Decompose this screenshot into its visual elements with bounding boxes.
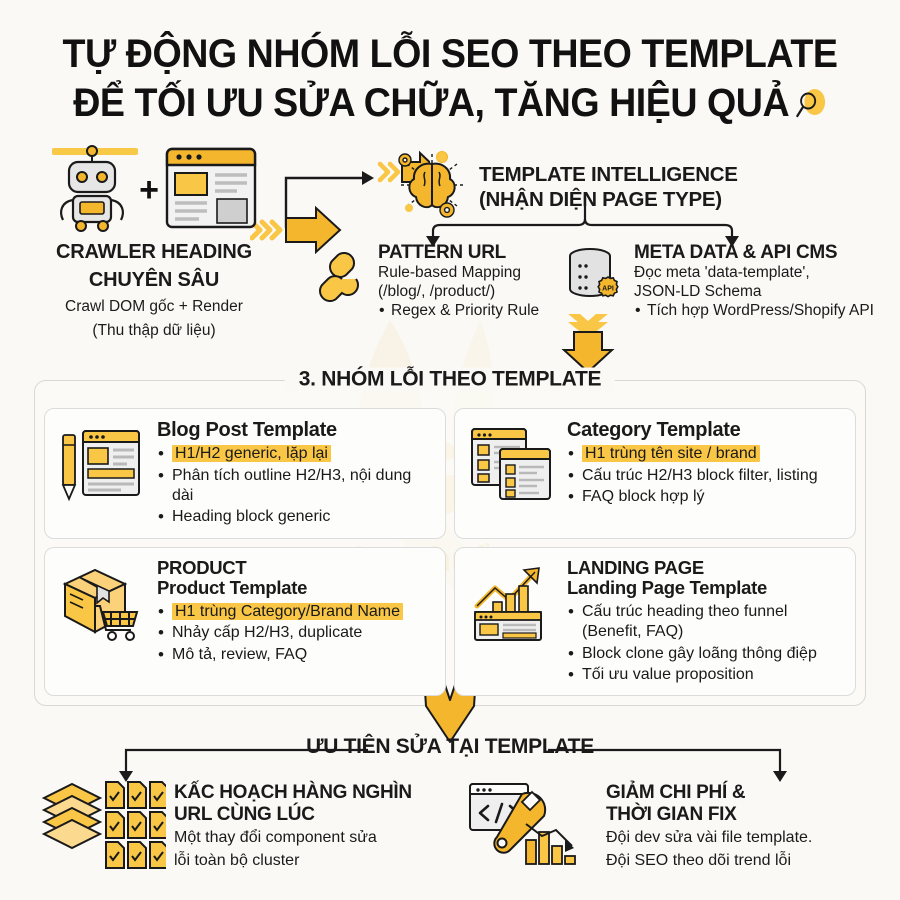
robot-icon [51,144,133,237]
card-product-subtitle: Product Template [157,577,308,599]
brain-gears-icon [395,150,469,225]
landing-growth-chart-icon [465,558,557,642]
pencil [61,434,77,502]
list-item: H1/H2 generic, lặp lại [157,443,433,465]
ti-line-1: TEMPLATE INTELLIGENCE [479,163,738,187]
highlighted-text: H1 trùng Category/Brand Name [172,603,403,621]
template-cards-grid: Blog Post Template H1/H2 generic, lặp lạ… [34,398,866,698]
benefit-scale-title-2: URL CÙNG LÚC [174,803,315,825]
card-product-title: PRODUCT [157,556,247,578]
bottom-legend: ƯU TIÊN SỬA TẠI TEMPLATE [306,735,594,758]
bottom-split-bracket [119,748,787,782]
benefit-cost-sub-2: Đội SEO theo dõi trend lỗi [606,852,791,870]
list-item: FAQ block hợp lý [567,486,843,508]
crawler-block: + CRAWLER HEADING CHUYÊN SÂU C [24,144,284,341]
category-listing-icon [465,419,557,503]
pattern-url-line-2: (/blog/, /product/) [378,282,496,300]
product-box-cart-icon [55,558,147,642]
template-intelligence-text: TEMPLATE INTELLIGENCE (NHẬN DIỆN PAGE TY… [479,163,738,211]
pattern-url-bullet-1: Regex & Priority Rule [378,301,539,321]
down-arrow-meta [561,314,615,374]
chain-link-icon [318,243,370,321]
title-line-2: ĐỂ TỐI ƯU SỬA CHỮA, TĂNG HIỆU QUẢ [73,80,790,125]
ti-line-2: (NHẬN DIỆN PAGE TYPE) [479,187,722,211]
crawler-sub-line-2: (Thu thập dữ liệu) [92,322,216,340]
card-landing-page[interactable]: LANDING PAGE Landing Page Template Cấu t… [454,546,856,697]
card-category-bullets: H1 trùng tên site / brand Cấu trúc H2/H3… [567,443,843,508]
magnifier-icon [795,85,827,134]
list-item: H1 trùng Category/Brand Name [157,601,433,623]
list-item: Block clone gây loãng thông điệp [567,643,843,665]
benefit-cost-title-2: THỜI GIAN FIX [606,803,737,825]
webpage-icon [165,147,257,234]
card-product-bullets: H1 trùng Category/Brand Name Nhảy cấp H2… [157,601,433,666]
list-item: Mô tả, review, FAQ [157,644,433,666]
database-api-icon: API [566,243,626,321]
card-blog-post-bullets: H1/H2 generic, lặp lại Phân tích outline… [157,443,433,528]
pattern-url-body: PATTERN URL Rule-based Mapping (/blog/, … [378,242,539,321]
list-item: Cấu trúc H2/H3 block filter, listing [567,465,843,487]
benefit-scale-block: KẤC HOẠCH HÀNG NGHÌN URL CÙNG LÚC Một th… [36,780,446,877]
pattern-url-line-1: Rule-based Mapping [378,263,522,281]
title-line-2-wrap: ĐỂ TỐI ƯU SỬA CHỮA, TĂNG HIỆU QUẢ [27,79,873,134]
plus-sign: + [139,170,159,209]
meta-api-block: API META DATA & API CMS Đọc meta 'data-t… [566,242,886,321]
meta-api-body: META DATA & API CMS Đọc meta 'data-templ… [634,242,874,321]
list-item: Nhảy cấp H2/H3, duplicate [157,622,433,644]
list-item: Tối ưu value proposition [567,664,843,686]
page-title: TỰ ĐỘNG NHÓM LỖI SEO THEO TEMPLATE ĐỂ TỐ… [0,30,900,155]
highlighted-text: H1 trùng tên site / brand [582,445,760,463]
benefit-scale-sub-1: Một thay đổi component sửa [174,829,377,847]
svg-text:API: API [602,286,614,293]
card-category[interactable]: Category Template H1 trùng tên site / br… [454,408,856,539]
meta-api-line-1: Đọc meta 'data-template', [634,263,810,281]
card-product-body: PRODUCT Product Template H1 trùng Catego… [157,556,433,666]
pattern-url-block: PATTERN URL Rule-based Mapping (/blog/, … [318,242,558,321]
title-line-1: TỰ ĐỘNG NHÓM LỖI SEO THEO TEMPLATE [62,32,838,76]
crawler-title-line-2: CHUYÊN SÂU [88,269,220,292]
card-landing-page-subtitle: Landing Page Template [567,577,767,599]
benefit-cost-body: GIẢM CHI PHÍ & THỜI GIAN FIX Đội dev sửa… [606,780,812,877]
benefit-cost-sub-1: Đội dev sửa vài file template. [606,829,813,847]
meta-api-bullet-1: Tích hợp WordPress/Shopify API [634,301,874,321]
card-category-title: Category Template [567,419,741,441]
card-blog-post[interactable]: Blog Post Template H1/H2 generic, lặp lạ… [44,408,446,539]
stacked-documents-checklist-icon [36,780,169,877]
list-item: Cấu trúc heading theo funnel (Benefit, F… [567,601,843,643]
card-blog-post-body: Blog Post Template H1/H2 generic, lặp lạ… [157,419,433,528]
pattern-url-title: PATTERN URL [378,242,506,263]
card-product[interactable]: PRODUCT Product Template H1 trùng Catego… [44,546,446,697]
crawler-title-line-1: CRAWLER HEADING [56,241,252,263]
meta-api-line-2: JSON-LD Schema [634,282,762,300]
crawler-sub-line-1: Crawl DOM gốc + Render [65,297,243,315]
card-landing-page-bullets: Cấu trúc heading theo funnel (Benefit, F… [567,601,843,686]
section3-legend: 3. NHÓM LỖI THEO TEMPLATE [284,367,616,392]
code-wrench-chart-icon [466,780,598,877]
crawler-icons: + [24,144,284,237]
split-bracket-connector [426,205,739,247]
benefit-scale-title-1: KẤC HOẠCH HÀNG NGHÌN [174,782,412,803]
highlighted-text: H1/H2 generic, lặp lại [172,445,331,463]
card-landing-page-body: LANDING PAGE Landing Page Template Cấu t… [567,556,843,686]
list-item: Heading block generic [157,506,433,528]
benefit-scale-body: KẤC HOẠCH HÀNG NGHÌN URL CÙNG LÚC Một th… [174,780,412,877]
card-blog-post-title: Blog Post Template [157,419,337,441]
template-intelligence-block: TEMPLATE INTELLIGENCE (NHẬN DIỆN PAGE TY… [395,150,738,225]
benefit-cost-title-1: GIẢM CHI PHÍ & [606,782,746,803]
list-item: H1 trùng tên site / brand [567,443,843,465]
benefit-cost-block: GIẢM CHI PHÍ & THỜI GIAN FIX Đội dev sửa… [466,780,886,877]
blog-post-icon [55,419,147,503]
card-landing-page-title: LANDING PAGE [567,556,704,578]
list-item: Phân tích outline H2/H3, nội dung dài [157,465,433,507]
meta-api-title: META DATA & API CMS [634,242,838,263]
card-category-body: Category Template H1 trùng tên site / br… [567,419,843,508]
benefit-scale-sub-2: lỗi toàn bộ cluster [174,852,300,870]
